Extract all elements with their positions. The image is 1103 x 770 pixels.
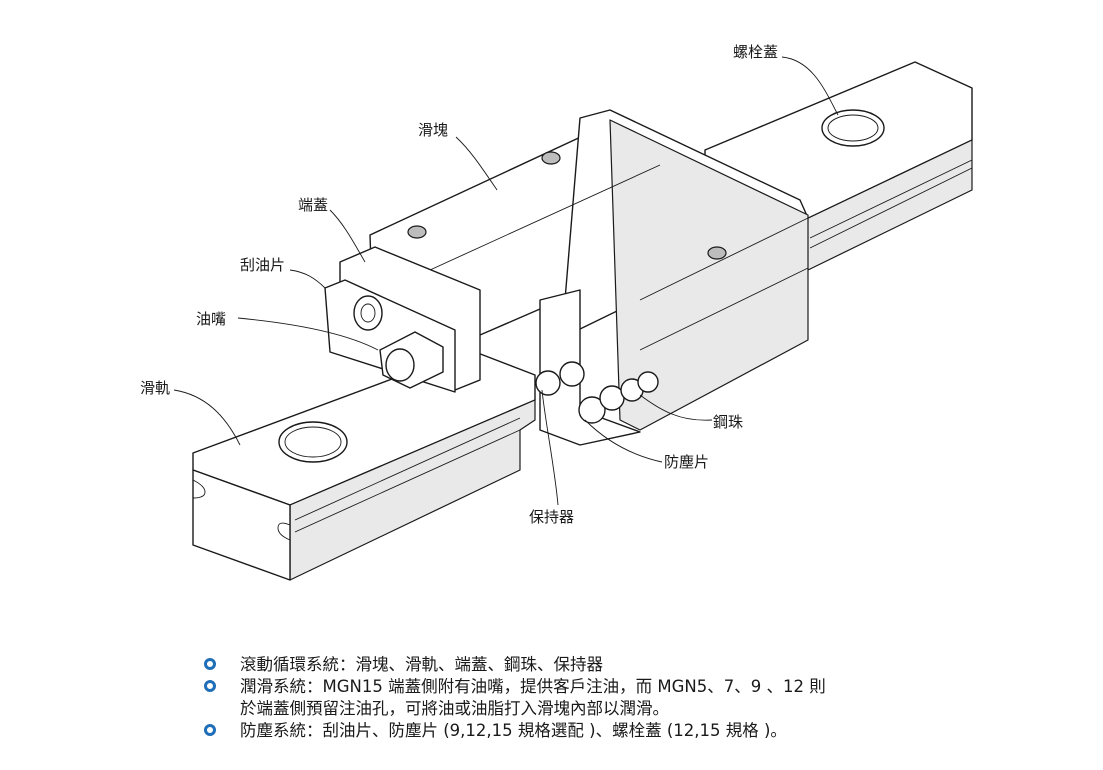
feature-notes: 滾動循環系統：滑塊、滑軌、端蓋、鋼珠、保持器 潤滑系統：MGN15 端蓋側附有油… xyxy=(204,654,1004,742)
label-block: 滑塊 xyxy=(418,121,448,139)
label-steel-ball: 鋼珠 xyxy=(713,413,743,431)
note-line: 潤滑系統：MGN15 端蓋側附有油嘴，提供客戶注油，而 MGN5、7、9 、12… xyxy=(240,677,826,696)
rail-front xyxy=(192,349,536,581)
bullet-circle-icon xyxy=(204,724,216,736)
end-cap xyxy=(324,246,481,393)
note-line: 於端蓋側預留注油孔，可將油或油脂打入滑塊內部以潤滑。 xyxy=(240,699,669,718)
label-dust-plate: 防塵片 xyxy=(664,453,709,471)
label-scraper: 刮油片 xyxy=(240,256,285,274)
note-line: 防塵系統：刮油片、防塵片 (9,12,15 規格選配 )、螺栓蓋 (12,15 … xyxy=(240,721,787,740)
label-bolt-cap: 螺栓蓋 xyxy=(733,43,778,61)
label-end-cap: 端蓋 xyxy=(298,196,328,214)
leader-lines xyxy=(173,56,839,506)
note-lubrication: 潤滑系統：MGN15 端蓋側附有油嘴，提供客戶注油，而 MGN5、7、9 、12… xyxy=(204,676,1004,720)
linear-guide-diagram: 螺栓蓋 滑塊 端蓋 刮油片 油嘴 滑軌 鋼珠 防塵片 保持器 xyxy=(140,43,973,581)
rail-back xyxy=(704,61,973,271)
note-rolling: 滾動循環系統：滑塊、滑軌、端蓋、鋼珠、保持器 xyxy=(204,654,1004,676)
bolt-cap-hole-front xyxy=(278,421,348,463)
bullet-circle-icon xyxy=(204,658,216,670)
label-retainer: 保持器 xyxy=(529,508,574,526)
note-line: 滾動循環系統：滑塊、滑軌、端蓋、鋼珠、保持器 xyxy=(240,655,603,674)
steel-balls xyxy=(535,361,659,424)
bolt-cap-hole-back xyxy=(821,109,885,147)
note-dustproof: 防塵系統：刮油片、防塵片 (9,12,15 規格選配 )、螺栓蓋 (12,15 … xyxy=(204,720,1004,742)
bullet-circle-icon xyxy=(204,680,216,692)
grease-nipple xyxy=(379,331,444,389)
label-grease-nipple: 油嘴 xyxy=(196,310,226,328)
label-rail: 滑軌 xyxy=(140,379,170,397)
